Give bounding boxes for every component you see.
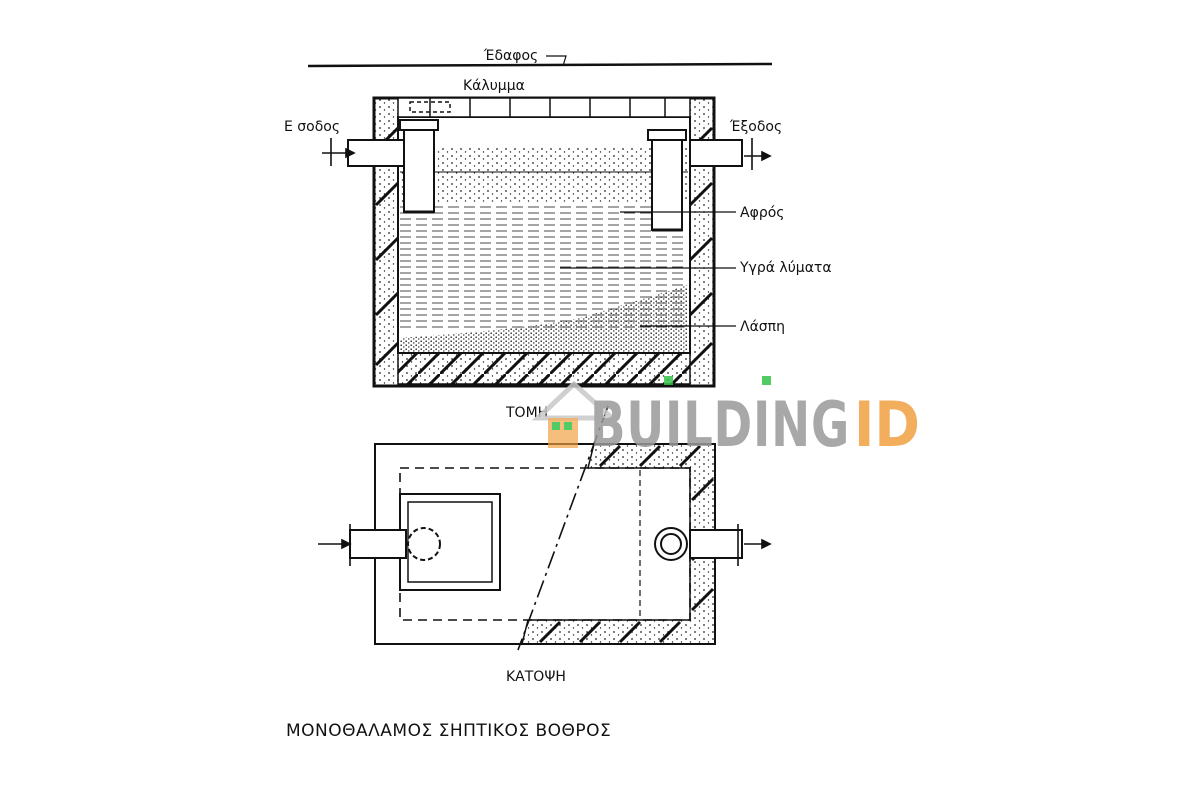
ground-line [307, 62, 773, 68]
outlet-arrow [744, 138, 772, 170]
bottom-slab [397, 352, 691, 385]
inlet-arrow [322, 138, 356, 166]
watermark-text-building: BUILDING [590, 388, 850, 461]
sludge-layer [400, 285, 688, 352]
inlet-pipe [347, 119, 439, 214]
house-logo-icon [531, 380, 619, 448]
buildingid-watermark: BUILDING ID [531, 376, 920, 461]
diagram-title: ΜΟΝΟΘΑΛΑΜΟΣ ΣΗΠΤΙΚΟΣ ΒΟΘΡΟΣ [286, 721, 611, 741]
liquid-label: Υγρά λύματα [739, 260, 832, 276]
plan-arrows [318, 524, 772, 566]
cut-line [517, 405, 609, 651]
section-view: Έδαφος Κάλυμμα [284, 48, 832, 421]
ground-label: Έδαφος [483, 48, 538, 64]
scum-label: Αφρός [740, 205, 784, 221]
watermark-dot-green-1 [762, 376, 771, 385]
watermark-dot-green-2 [664, 376, 673, 385]
outlet-pipe [647, 129, 743, 232]
cover-label: Κάλυμμα [463, 78, 525, 94]
plan-view: ΚΑΤΟΨΗ [318, 405, 772, 685]
inlet-label: Ε σοδος [284, 119, 340, 135]
ground-leader [546, 55, 567, 67]
outlet-label: Έξοδος [729, 119, 782, 135]
sludge-label: Λάσπη [740, 319, 785, 335]
plan-outlet-pipe [654, 527, 743, 561]
watermark-text-id: ID [854, 388, 920, 461]
plan-inlet-pipe [349, 527, 441, 561]
plan-label: ΚΑΤΟΨΗ [506, 669, 566, 685]
scum-layer [400, 146, 688, 202]
leader-lines [560, 211, 736, 327]
cover-slab [397, 97, 691, 118]
